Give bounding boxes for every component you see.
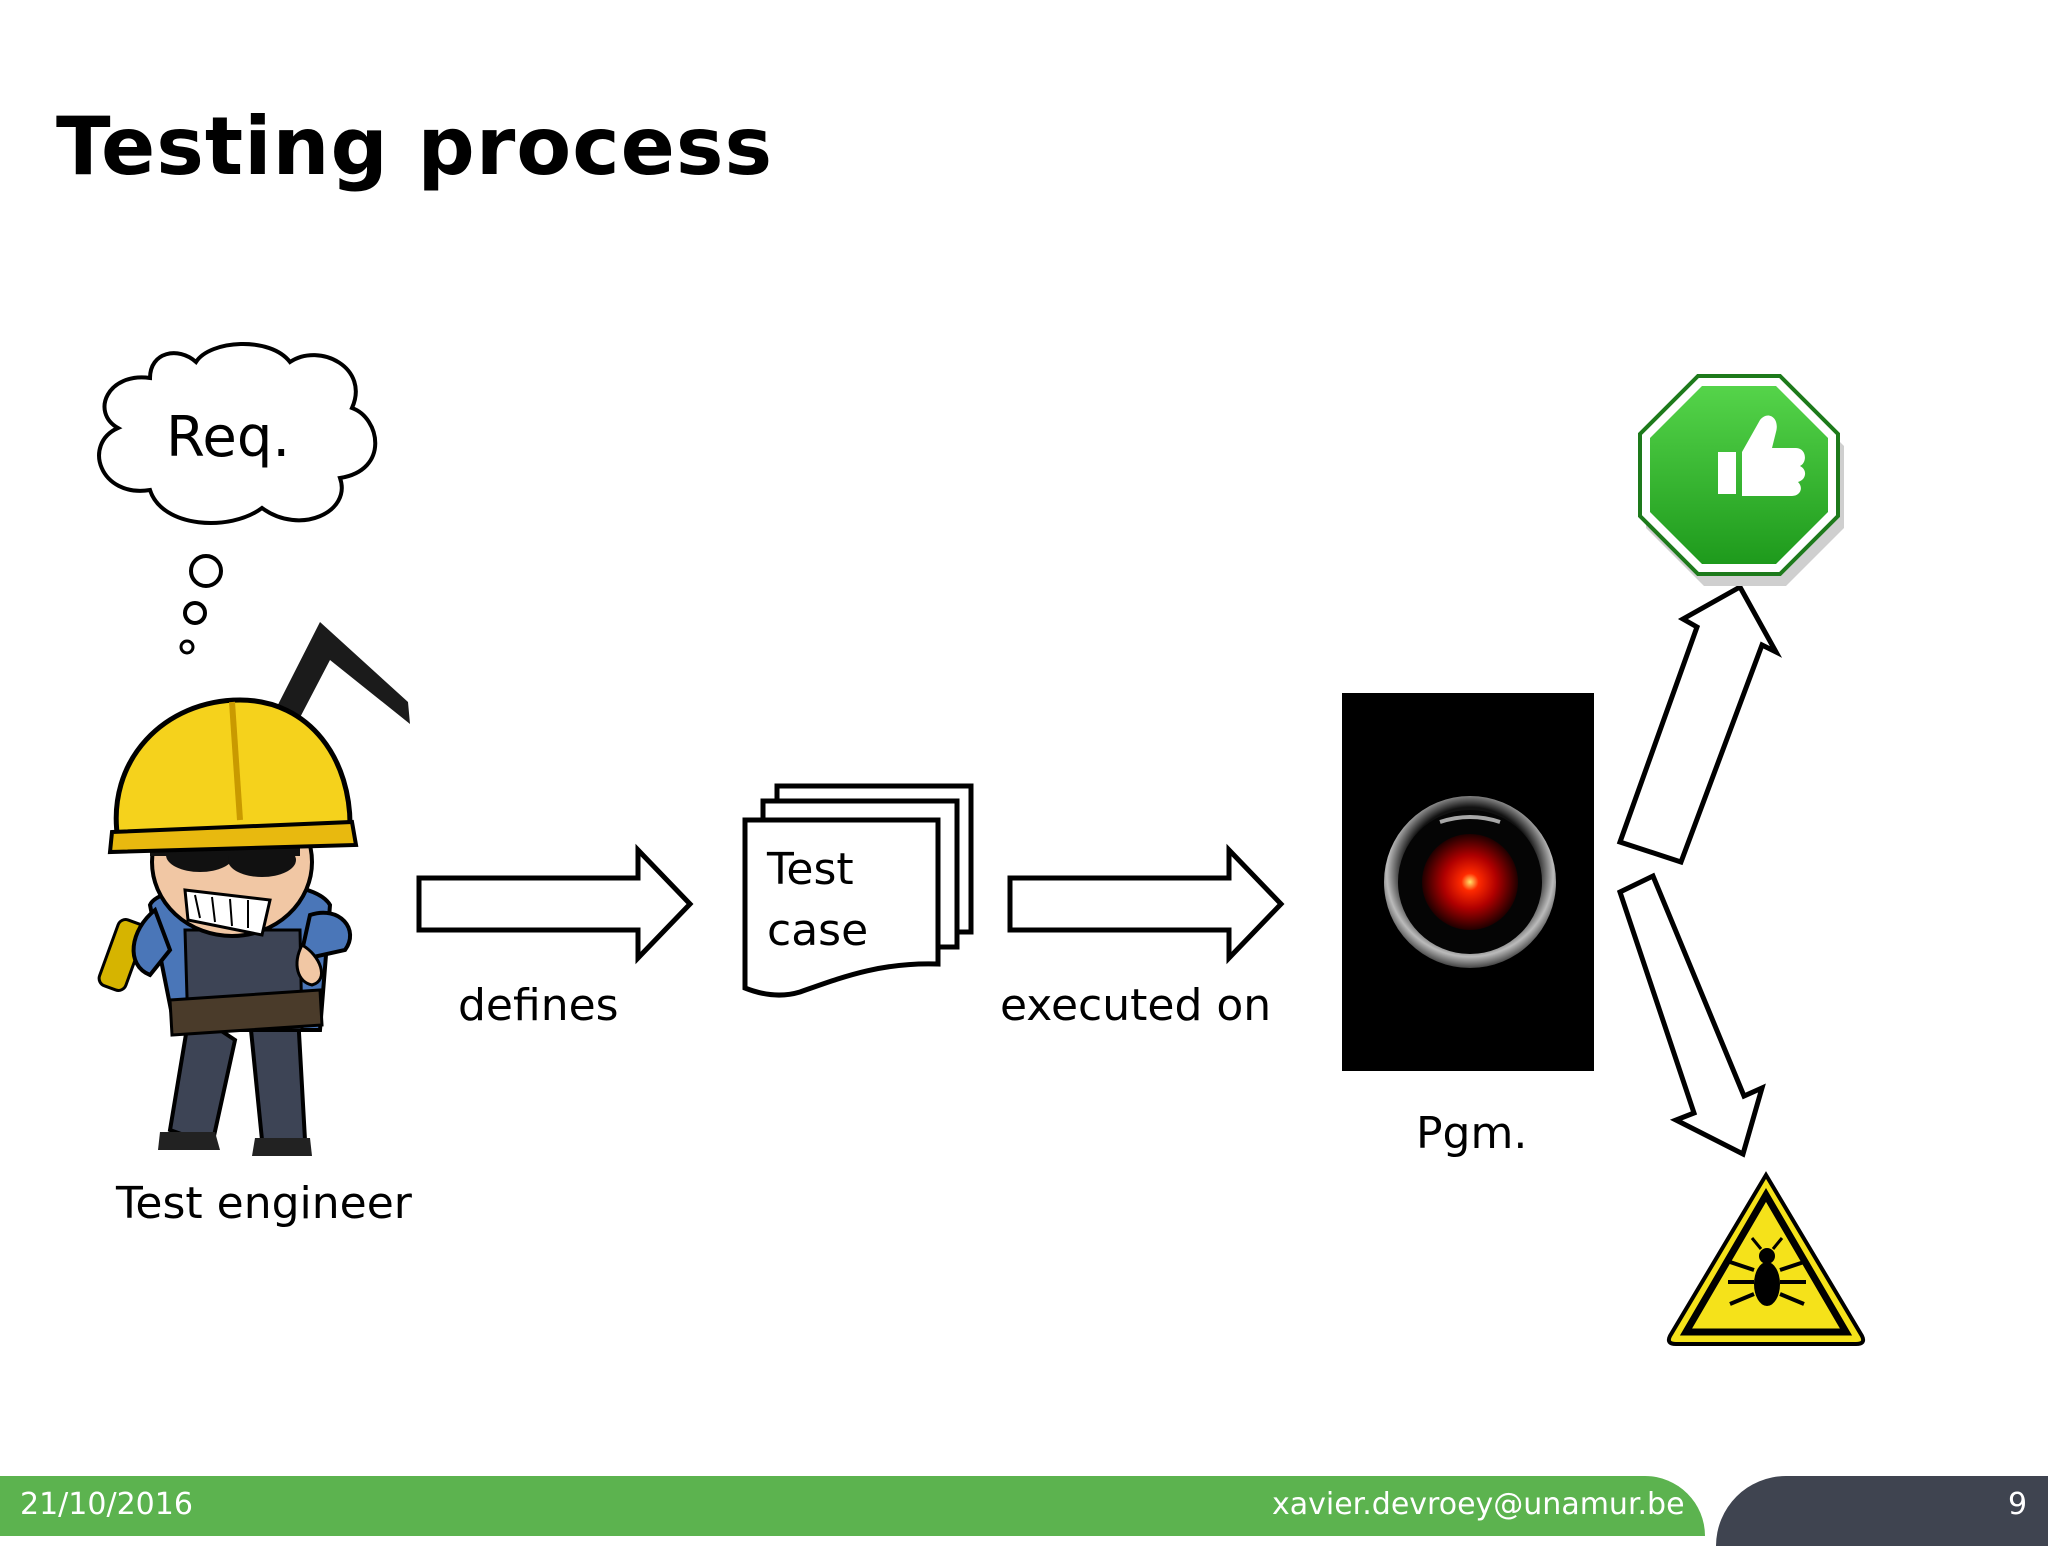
program-label: Pgm. <box>1416 1108 1528 1159</box>
pass-outcome-arrow-icon <box>1616 583 1783 866</box>
footer-bar <box>0 1476 1705 1536</box>
thumbs-up-stop-sign-icon <box>1638 374 1844 586</box>
footer-date: 21/10/2016 <box>20 1487 193 1522</box>
fail-outcome-arrow-icon <box>1616 872 1766 1158</box>
test-case-label-line1: Test <box>767 844 854 895</box>
executed-on-label: executed on <box>1000 980 1272 1031</box>
footer-page-tab <box>1716 1476 2048 1546</box>
page-number: 9 <box>2008 1487 2028 1522</box>
slide-title: Testing process <box>56 100 774 193</box>
thought-cloud-icon <box>97 342 378 655</box>
bug-warning-triangle-icon <box>1666 1171 1866 1346</box>
test-engineer-illustration-icon <box>97 622 410 1156</box>
defines-arrow-icon <box>416 843 694 965</box>
test-engineer-label: Test engineer <box>116 1178 412 1229</box>
footer-email: xavier.devroey@unamur.be <box>1272 1487 1685 1522</box>
requirements-label: Req. <box>166 405 291 470</box>
test-case-label-line2: case <box>767 905 869 956</box>
program-icon <box>1342 693 1594 1071</box>
test-case-documents-icon <box>742 783 974 998</box>
executed-on-arrow-icon <box>1007 843 1285 965</box>
defines-label: defines <box>458 980 619 1031</box>
